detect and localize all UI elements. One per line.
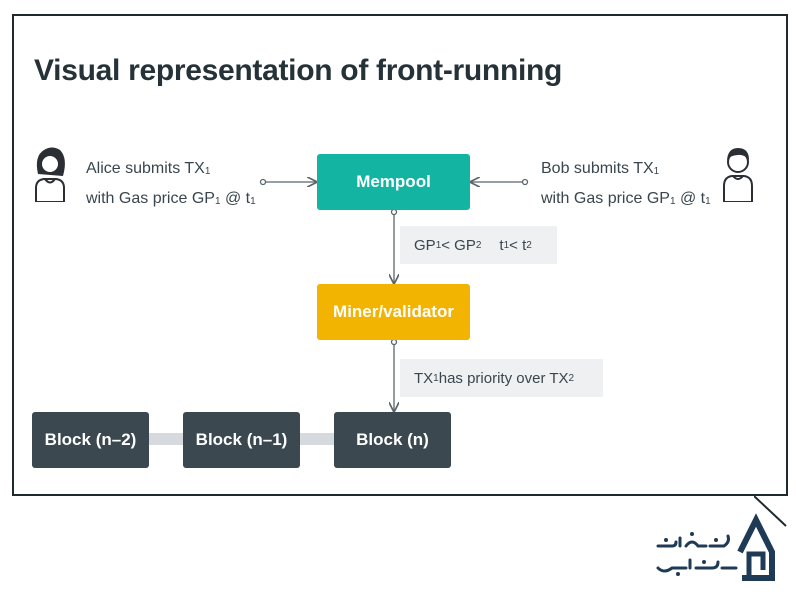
block-n-minus-2: Block (n–2) — [32, 412, 149, 468]
frame-corner-decoration — [754, 495, 787, 527]
note2-tx-sub: 1 — [433, 372, 439, 384]
miner-validator-node: Miner/validator — [317, 284, 470, 340]
note1-lt: < GP — [441, 236, 476, 254]
alice-caption-line1: Alice submits TX1 — [86, 155, 256, 185]
note2-tx: TX — [414, 369, 434, 387]
site-logo-icon — [656, 513, 775, 581]
alice-caption-line2: with Gas price GP1 @ t1 — [86, 185, 256, 215]
chain-link-2 — [300, 433, 334, 445]
bob-caption: Bob submits TX1 with Gas price GP1 @ t1 — [541, 155, 711, 215]
alice-to-mempool-arrow — [259, 180, 317, 185]
mempool-node: Mempool — [317, 154, 470, 210]
bob-line2-sub: 1 — [669, 196, 676, 207]
note1-t-sub: 1 — [503, 239, 510, 251]
alice-line2-sub2: 1 — [250, 196, 256, 207]
bob-caption-line1: Bob submits TX1 — [541, 155, 711, 185]
bob-line1-text: Bob submits TX — [541, 160, 654, 177]
mempool-to-miner-arrow — [392, 208, 397, 284]
diagram-title: Visual representation of front-running — [34, 54, 563, 87]
alice-line1-sub: 1 — [204, 166, 211, 177]
note2-tx2-sub: 2 — [568, 372, 575, 384]
note1-gp: GP — [414, 236, 436, 254]
note1-t: t — [499, 236, 504, 254]
chain-link-1 — [149, 433, 183, 445]
note1-gp2-sub: 2 — [475, 239, 482, 251]
bob-line2-sub2: 1 — [705, 196, 711, 207]
alice-line1-text: Alice submits TX — [86, 160, 205, 177]
bob-line1-sub: 1 — [653, 166, 660, 177]
alice-line2-sub: 1 — [214, 196, 221, 207]
note1-t2-sub: 2 — [526, 239, 532, 251]
bob-to-mempool-arrow — [471, 180, 529, 185]
block-n: Block (n) — [334, 412, 451, 468]
bob-caption-line2: with Gas price GP1 @ t1 — [541, 185, 711, 215]
alice-caption: Alice submits TX1 with Gas price GP1 @ t… — [86, 155, 256, 215]
miner-to-block-arrow — [392, 338, 397, 412]
bob-line2-text: with Gas price GP — [541, 190, 670, 207]
bob-line2-mid: @ t — [675, 190, 706, 207]
block-n-minus-1: Block (n–1) — [183, 412, 300, 468]
bob-avatar-icon — [723, 148, 753, 202]
alice-line2-mid: @ t — [220, 190, 251, 207]
note1-gp-sub: 1 — [435, 239, 442, 251]
note1-lt2: < t — [509, 236, 527, 254]
note2-mid: has priority over TX — [438, 369, 569, 387]
alice-avatar-icon — [35, 147, 65, 202]
alice-line2-text: with Gas price GP — [86, 190, 215, 207]
